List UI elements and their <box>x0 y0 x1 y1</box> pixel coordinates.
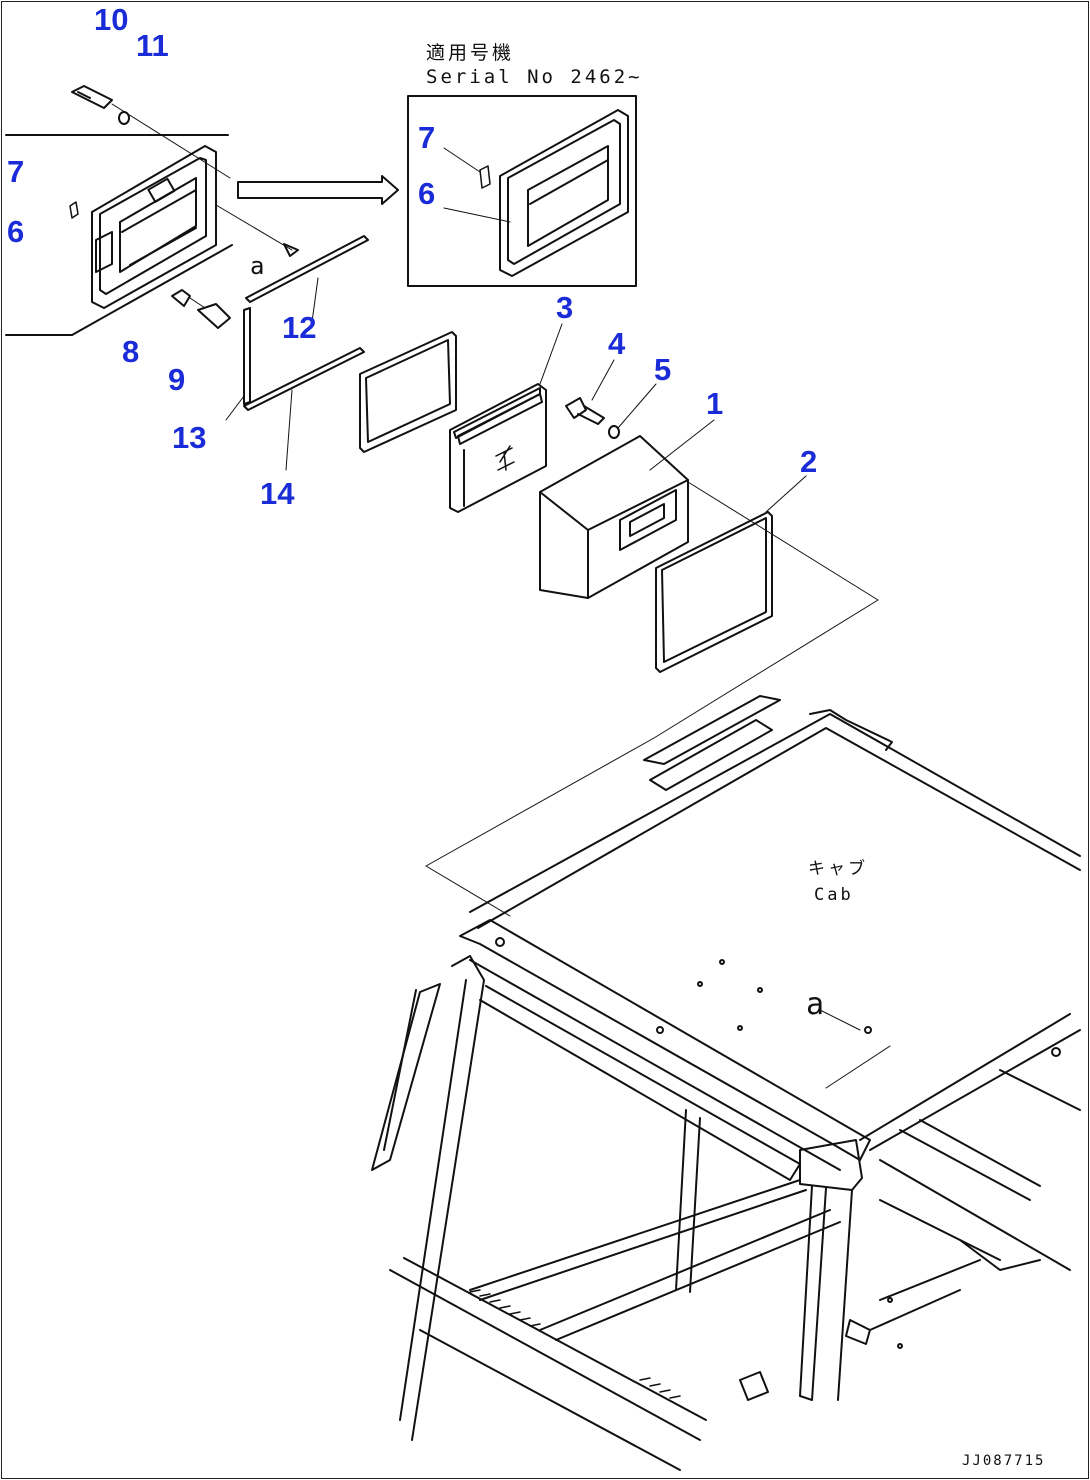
reference-mark-a-top: a <box>250 252 268 280</box>
cab-drawing <box>371 695 1081 1471</box>
seal-strips-drawing <box>225 235 369 471</box>
cab-leader-lines <box>425 737 891 1089</box>
callout-3[interactable]: 3 <box>556 290 574 325</box>
bolt-4-washer-5-drawing <box>565 359 657 439</box>
radio-unit-3-drawing <box>449 323 563 513</box>
callout-12[interactable]: 12 <box>282 310 317 345</box>
reference-mark-a-cab: a <box>806 987 828 1022</box>
callout-2[interactable]: 2 <box>800 444 818 479</box>
callout-9[interactable]: 9 <box>168 362 186 397</box>
callout-14[interactable]: 14 <box>260 476 295 511</box>
callout-7[interactable]: 7 <box>7 154 25 189</box>
callout-13[interactable]: 13 <box>172 420 207 455</box>
glass-panel-drawing <box>359 331 457 453</box>
frame-2-drawing <box>655 475 807 673</box>
housing-1-drawing <box>539 419 879 739</box>
callout-1[interactable]: 1 <box>706 386 724 421</box>
cab-label-en: Cab <box>814 885 854 905</box>
arrow-to-inset <box>237 175 399 205</box>
drawing-code: JJ087715 <box>962 1453 1046 1469</box>
callout-5[interactable]: 5 <box>654 352 672 387</box>
inset-box <box>407 95 637 287</box>
callout-6-inset[interactable]: 6 <box>418 176 436 211</box>
callout-11[interactable]: 11 <box>136 28 169 63</box>
callout-10[interactable]: 10 <box>94 2 129 37</box>
cab-label-jp: キャブ <box>808 859 868 879</box>
bracket-6-drawing <box>69 145 299 309</box>
callout-4[interactable]: 4 <box>608 326 626 361</box>
detail-region-lines <box>5 134 233 336</box>
fasteners-8-9-drawing <box>171 289 231 329</box>
callout-7-inset[interactable]: 7 <box>418 120 436 155</box>
bolt-10-drawing <box>71 85 231 179</box>
callout-8[interactable]: 8 <box>122 334 140 369</box>
inset-heading-serial: Serial No 2462~ <box>426 66 643 88</box>
callout-6[interactable]: 6 <box>7 214 25 249</box>
inset-heading-jp: 適用号機 <box>426 42 515 64</box>
